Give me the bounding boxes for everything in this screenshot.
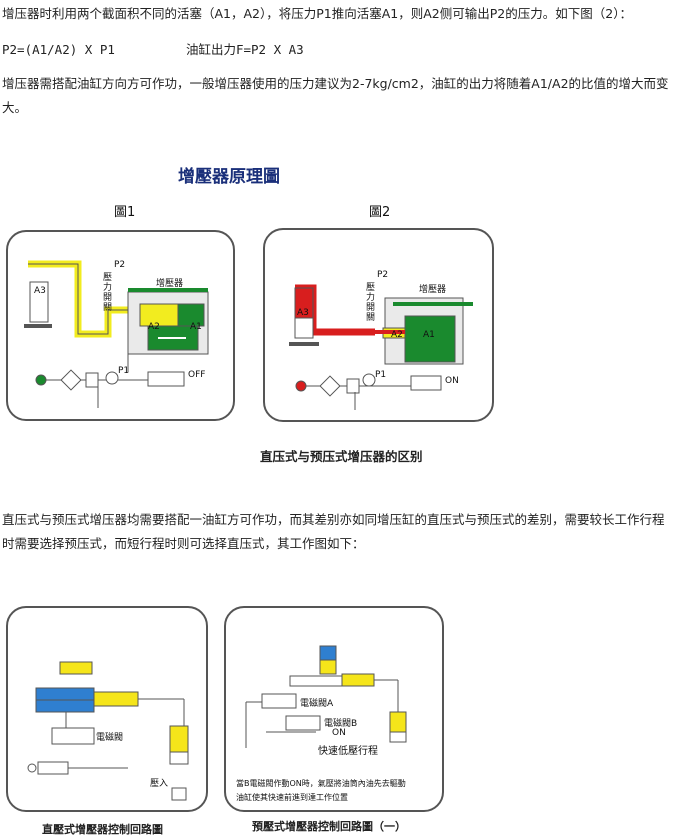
intro-paragraph: 增压器时利用两个截面积不同的活塞（A1，A2），将压力P1推向活塞A1，则A2侧…	[2, 6, 632, 21]
preload-circuit-svg	[245, 645, 407, 748]
d2-a1-label: A1	[423, 330, 435, 340]
d1-p1-label: P1	[118, 366, 130, 376]
formula-force: 油缸出力F=P2 X A3	[185, 42, 304, 57]
d2-p2-label: P2	[377, 270, 389, 280]
d2-a3-label: A3	[297, 308, 309, 318]
formula-pressure: P2=(A1/A2) X P1	[2, 42, 115, 57]
preload-circuit-caption: 預壓式增壓器控制回路圖（一）	[252, 820, 406, 833]
fast-low-stroke-label: 快速低壓行程	[318, 746, 378, 757]
d1-a3-label: A3	[34, 286, 46, 296]
diagram2-box: A3 P2 壓力開關 增壓器 A2 A1 P1 ON	[263, 228, 494, 422]
figure1-caption: 直压式与预压式增压器的区别	[260, 449, 423, 464]
d1-booster-label: 增壓器	[156, 279, 184, 289]
preload-circuit-box: 電磁閥A 電磁閥B ON 快速低壓行程 當B電磁閥作動ON時，氣壓將油筒內油先去…	[224, 606, 444, 812]
figure1-sub2: 圖2	[369, 205, 391, 220]
direct-solenoid-label: 電磁閥	[96, 733, 124, 743]
comparison-line-2: 时需要选择预压式，而短行程时则可选择直压式，其工作图如下：	[2, 536, 365, 551]
solenoid-b-label: 電磁閥B	[324, 719, 358, 729]
d2-booster-label: 增壓器	[419, 285, 447, 295]
direct-circuit-caption: 直壓式增壓器控制回路圖	[42, 823, 163, 836]
preload-note-line1: 當B電磁閥作動ON時，氣壓將油筒內油先去驅動	[236, 779, 406, 788]
comparison-paragraph: 直压式与预压式增压器均需要搭配一油缸方可作功，而其差别亦如同增压缸的直压式与预压…	[2, 508, 692, 556]
direct-circuit-box: 電磁閥 壓入	[6, 606, 208, 812]
diagram2-svg	[289, 284, 473, 410]
usage-line-2: 大。	[2, 100, 28, 115]
usage-line-1: 增压器需搭配油缸方向方可作功，一般增压器使用的压力建议为2-7kg/cm2，油缸…	[2, 76, 669, 91]
comparison-line-1: 直压式与预压式增压器均需要搭配一油缸方可作功，而其差别亦如同增压缸的直压式与预压…	[2, 512, 665, 527]
figure1-sub1: 圖1	[114, 205, 136, 220]
diagram1-svg	[24, 260, 209, 408]
preload-on-label: ON	[332, 728, 346, 738]
d1-a2-label: A2	[148, 322, 160, 332]
d1-off-label: OFF	[188, 370, 206, 380]
press-in-label: 壓入	[150, 779, 169, 789]
preload-note-line2: 油缸使其快速前進到達工作位置	[236, 793, 348, 802]
formula-line: P2=(A1/A2) X P1 油缸出力F=P2 X A3	[2, 38, 692, 62]
d2-a2-label: A2	[391, 330, 403, 340]
direct-circuit-svg	[27, 661, 189, 801]
d1-pressure-valve-label: 壓力開關	[101, 272, 111, 312]
d2-pressure-valve-label: 壓力開關	[364, 282, 374, 322]
d2-on-label: ON	[445, 376, 459, 386]
solenoid-a-label: 電磁閥A	[300, 699, 334, 709]
d2-p1-label: P1	[375, 370, 387, 380]
d1-a1-label: A1	[190, 322, 202, 332]
diagram1-box: A3 P2 壓力開關 增壓器 A2 A1 P1 OFF	[6, 230, 235, 421]
usage-paragraph: 增压器需搭配油缸方向方可作功，一般增压器使用的压力建议为2-7kg/cm2，油缸…	[2, 72, 692, 120]
d1-p2-label: P2	[114, 260, 126, 270]
figure1-title: 增壓器原理圖	[178, 167, 280, 187]
